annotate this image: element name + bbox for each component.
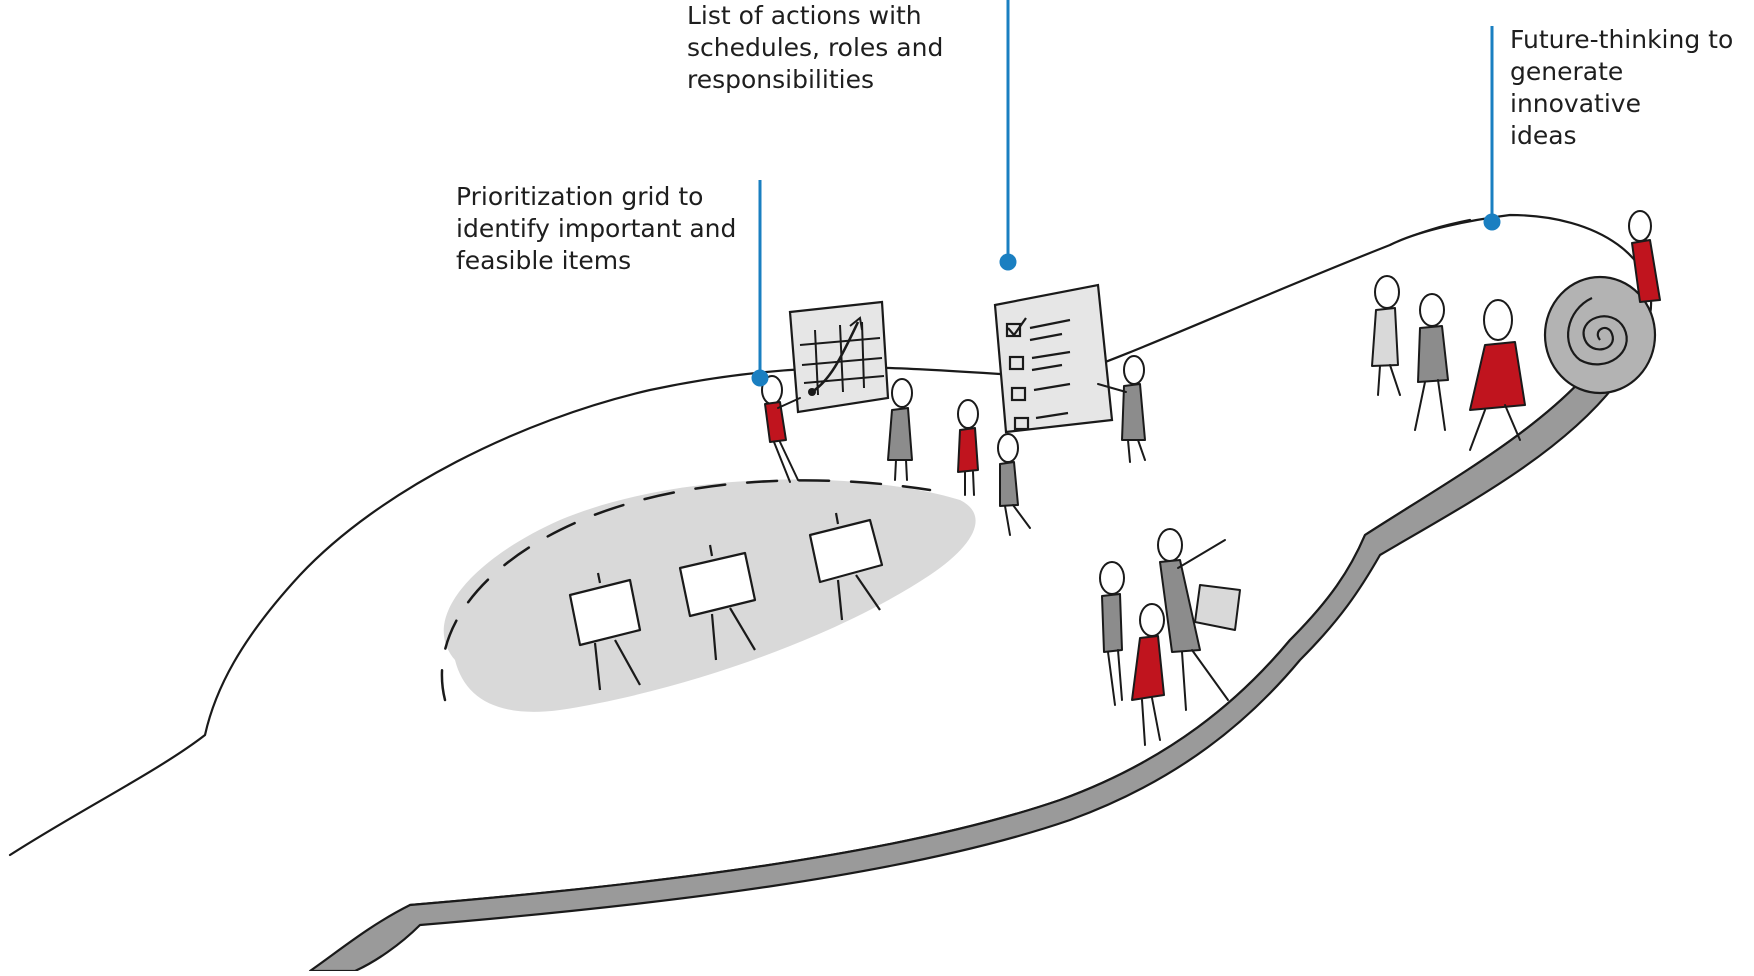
leader-dot-prioritization (751, 369, 769, 387)
callout-line: Prioritization grid to (456, 182, 704, 211)
leader-dot-future (1483, 213, 1501, 231)
easel-icon (808, 512, 884, 621)
figure (1469, 299, 1526, 451)
easel-icon (568, 572, 642, 691)
callout-line: Future-thinking to (1510, 25, 1734, 54)
checklist-icon (993, 283, 1114, 434)
grid-chart-icon (788, 300, 890, 414)
plateau-outline (8, 218, 1472, 857)
figure (1371, 275, 1401, 396)
callout-line: List of actions with (687, 1, 922, 30)
figure (1097, 355, 1146, 463)
spiral-roll-icon (1389, 213, 1657, 395)
callout-actions: List of actions with schedules, roles an… (687, 0, 987, 96)
figure (887, 378, 913, 481)
callout-line: feasible items (456, 246, 632, 275)
figure (957, 399, 979, 496)
callout-line: generate innovative (1510, 57, 1641, 118)
figure (1628, 210, 1661, 303)
figure (1099, 561, 1125, 706)
callout-line: identify important and (456, 214, 737, 243)
callout-future: Future-thinking to generate innovative i… (1510, 24, 1750, 152)
figure (761, 375, 801, 483)
figure (1414, 293, 1449, 431)
figure (997, 433, 1031, 536)
figure (1131, 603, 1165, 746)
callout-prioritization: Prioritization grid to identify importan… (456, 181, 776, 277)
callout-line: ideas (1510, 121, 1577, 150)
callout-line: schedules, roles and (687, 33, 944, 62)
path-underside (308, 343, 1622, 973)
figure (1157, 528, 1241, 711)
callout-line: responsibilities (687, 65, 874, 94)
easel-icon (678, 544, 757, 661)
leader-dot-actions (999, 253, 1017, 271)
